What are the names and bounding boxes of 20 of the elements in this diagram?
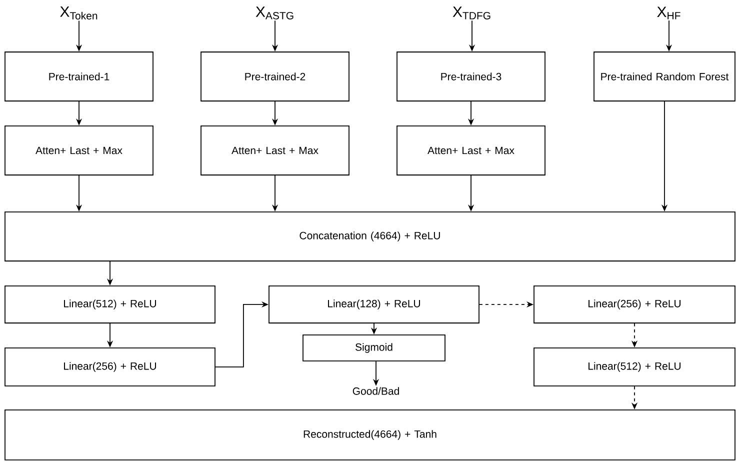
layer-box: Linear(512) + ReLU	[4, 286, 216, 324]
layer-box: Atten+ Last + Max	[200, 126, 350, 176]
input-label: X$_{ASTG}$	[256, 6, 294, 20]
layer-box: Concatenation (4664) + ReLU	[4, 212, 736, 262]
input-label: X$_{TDFG}$	[452, 6, 490, 20]
sigmoid-box: Sigmoid	[302, 334, 446, 362]
layer-box: Atten+ Last + Max	[396, 126, 546, 176]
layer-box: Pre-trained-3	[396, 52, 546, 102]
layer-box: Reconstructed(4664) + Tanh	[4, 410, 736, 460]
layer-box: Pre-trained Random Forest	[594, 52, 736, 102]
layer-box: Atten+ Last + Max	[4, 126, 154, 176]
input-label: X$_{Token}$	[60, 6, 98, 20]
layer-box: Linear(256) + ReLU	[534, 286, 736, 324]
input-label: X$_{HF}$	[657, 6, 680, 20]
layer-box: Linear(512) + ReLU	[534, 348, 736, 386]
layer-box: Linear(128) + ReLU	[268, 286, 480, 324]
layer-box: Linear(256) + ReLU	[4, 348, 216, 386]
output-label: Good/Bad	[352, 387, 399, 395]
layer-box: Pre-trained-2	[200, 52, 350, 102]
layer-box: Pre-trained-1	[4, 52, 154, 102]
